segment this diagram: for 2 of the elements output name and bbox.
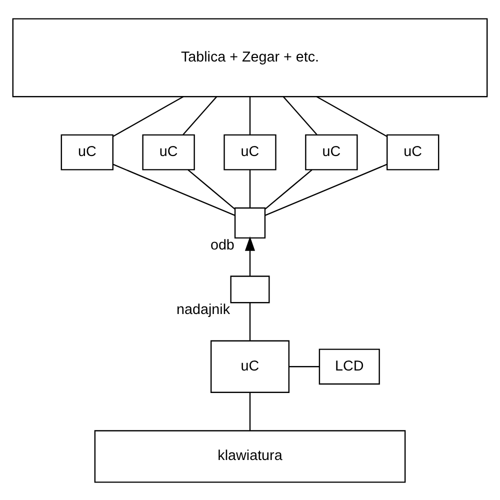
node-label: odb xyxy=(210,236,234,253)
node-label: nadajnik xyxy=(176,302,230,318)
